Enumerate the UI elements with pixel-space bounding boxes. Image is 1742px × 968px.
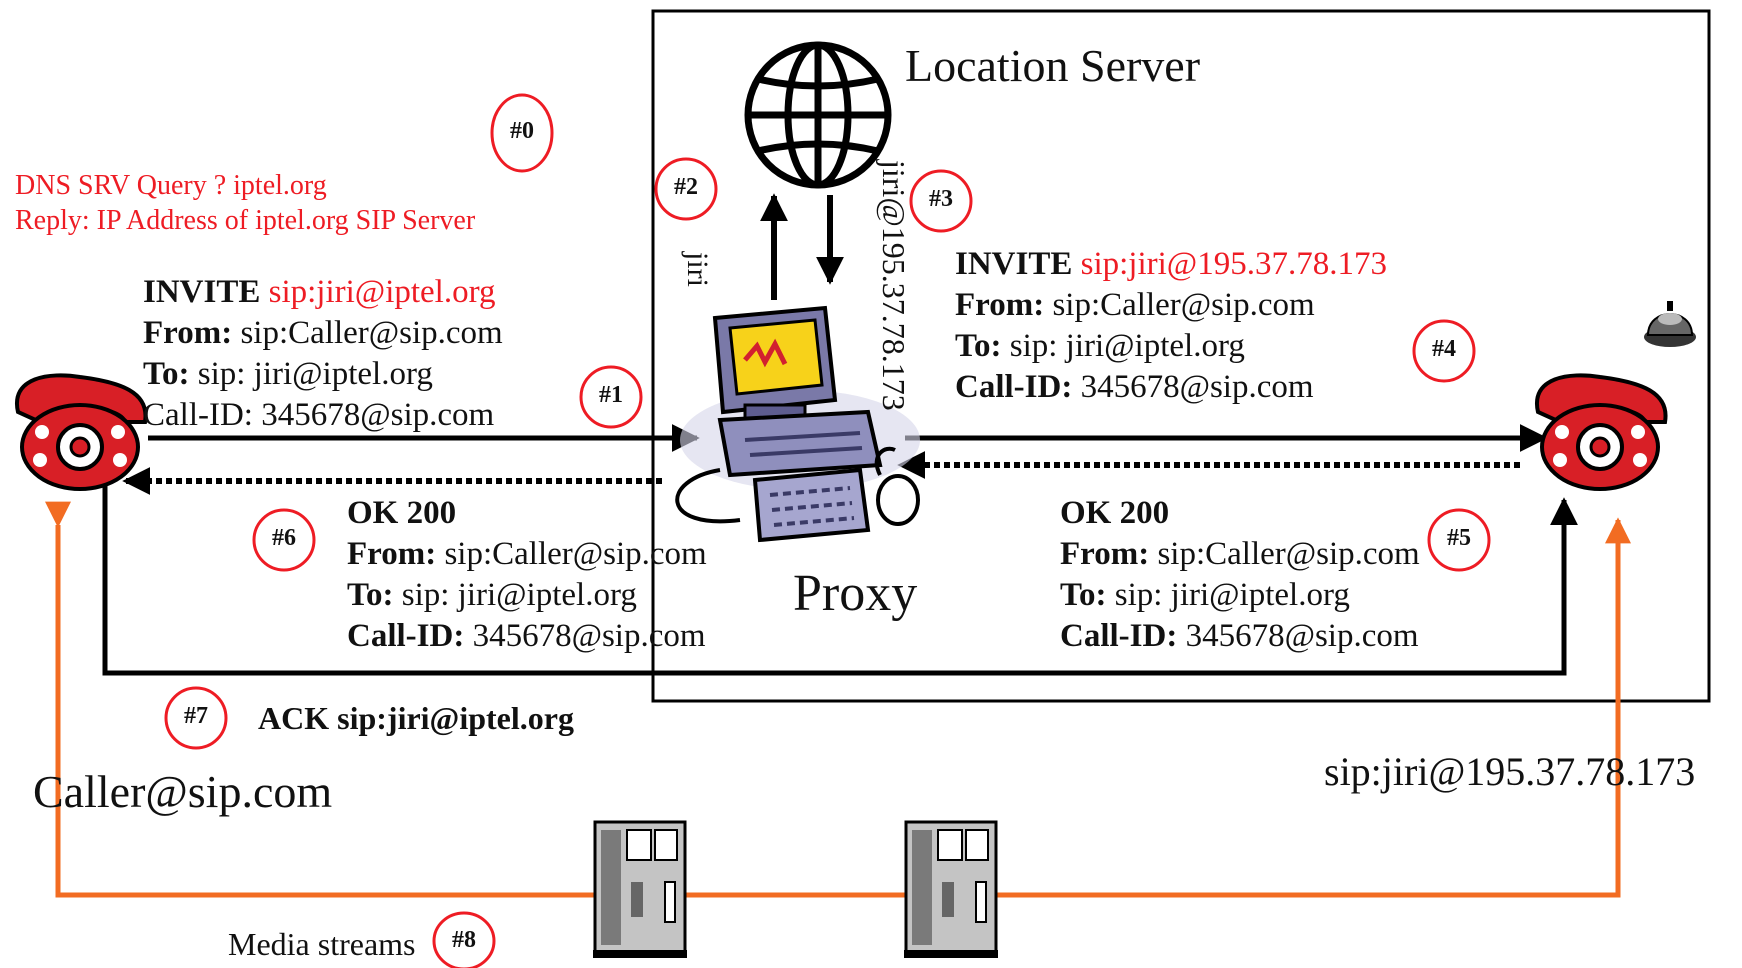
invite2-from-key: From: xyxy=(955,287,1045,323)
invite1-method: INVITE xyxy=(143,274,261,310)
lookup-answer-label: jiri@195.37.78.173 xyxy=(876,160,912,411)
step-2-circle xyxy=(654,157,718,221)
ok-message-right: OK 200 From: sip:Caller@sip.com To: sip:… xyxy=(1060,497,1420,661)
invite2-from-val: sip:Caller@sip.com xyxy=(1052,287,1315,323)
step-6-label: #6 xyxy=(272,525,296,551)
lookup-query-label: jiri xyxy=(681,252,714,287)
globe-icon xyxy=(744,41,892,189)
ok-left-to-val: sip: jiri@iptel.org xyxy=(401,577,637,613)
step-4-circle xyxy=(1412,319,1476,383)
invite2-uri: sip:jiri@195.37.78.173 xyxy=(1080,246,1387,282)
ok-right-status: OK 200 xyxy=(1060,495,1170,531)
ok-left-callid-key: Call-ID: xyxy=(347,618,465,654)
step-0-circle xyxy=(490,93,554,173)
location-server-label: Location Server xyxy=(905,40,1201,91)
step-5-label: #5 xyxy=(1447,525,1471,551)
ok-left-callid-val: 345678@sip.com xyxy=(472,618,706,654)
invite2-to-key: To: xyxy=(955,328,1002,364)
step-7-circle xyxy=(164,686,228,750)
ok-right-to-key: To: xyxy=(1060,577,1107,613)
ok-left-status: OK 200 xyxy=(347,495,457,531)
invite-message-2: INVITE sip:jiri@195.37.78.173 From: sip:… xyxy=(955,248,1387,412)
invite1-from-val: sip:Caller@sip.com xyxy=(240,315,503,351)
ok-right-from-key: From: xyxy=(1060,536,1150,572)
step-1-circle xyxy=(579,365,643,429)
dns-reply-line: Reply: IP Address of iptel.org SIP Serve… xyxy=(15,205,476,236)
proxy-label: Proxy xyxy=(793,565,918,622)
invite1-uri: sip:jiri@iptel.org xyxy=(268,274,496,310)
dns-query-line: DNS SRV Query ? iptel.org xyxy=(15,170,327,201)
invite-message-1: INVITE sip:jiri@iptel.org From: sip:Call… xyxy=(143,276,503,440)
location-server-box xyxy=(651,9,1711,703)
invite1-to-val: sip: jiri@iptel.org xyxy=(197,356,433,392)
invite1-from-key: From: xyxy=(143,315,233,351)
caller-address-label: Caller@sip.com xyxy=(33,766,333,817)
step-3-circle xyxy=(909,169,973,233)
ok-right-callid-val: 345678@sip.com xyxy=(1185,618,1419,654)
ok-right-from-val: sip:Caller@sip.com xyxy=(1157,536,1420,572)
invite2-method: INVITE xyxy=(955,246,1073,282)
invite1-to-key: To: xyxy=(143,356,190,392)
step-1-label: #1 xyxy=(599,382,623,408)
callee-telephone-icon xyxy=(1534,373,1668,491)
media-server-icon-left xyxy=(593,820,687,958)
step-7-label: #7 xyxy=(184,703,208,729)
computer-icon xyxy=(675,305,920,543)
media-streams-label: Media streams xyxy=(228,926,416,962)
step-3-label: #3 xyxy=(929,186,953,212)
step-5-circle xyxy=(1427,508,1491,572)
caller-telephone-icon xyxy=(14,373,148,491)
step-0-label: #0 xyxy=(510,118,534,144)
invite2-to-val: sip: jiri@iptel.org xyxy=(1009,328,1245,364)
ok-left-from-val: sip:Caller@sip.com xyxy=(444,536,707,572)
invite2-callid-val: 345678@sip.com xyxy=(1080,369,1314,405)
ack-label: ACK sip:jiri@iptel.org xyxy=(258,700,574,736)
dns-query-text: DNS SRV Query ? iptel.org Reply: IP Addr… xyxy=(15,168,475,238)
callee-address-label: sip:jiri@195.37.78.173 xyxy=(1324,749,1696,794)
step-2-label: #2 xyxy=(674,174,698,200)
invite1-callid-key: Call-ID: xyxy=(143,397,253,433)
ok-message-left: OK 200 From: sip:Caller@sip.com To: sip:… xyxy=(347,497,707,661)
ok-left-to-key: To: xyxy=(347,577,394,613)
media-stream-path xyxy=(45,501,1631,898)
step-markers xyxy=(164,93,1491,968)
ack-path xyxy=(102,478,1578,676)
media-server-icon-right xyxy=(904,820,998,958)
ok-left-from-key: From: xyxy=(347,536,437,572)
step-8-circle xyxy=(432,911,496,968)
bell-icon xyxy=(1644,301,1696,347)
step-8-label: #8 xyxy=(452,927,476,953)
ok-right-to-val: sip: jiri@iptel.org xyxy=(1114,577,1350,613)
ok-right-callid-key: Call-ID: xyxy=(1060,618,1178,654)
invite2-callid-key: Call-ID: xyxy=(955,369,1073,405)
step-6-circle xyxy=(252,508,316,572)
step-4-label: #4 xyxy=(1432,336,1456,362)
invite1-callid-val: 345678@sip.com xyxy=(261,397,495,433)
